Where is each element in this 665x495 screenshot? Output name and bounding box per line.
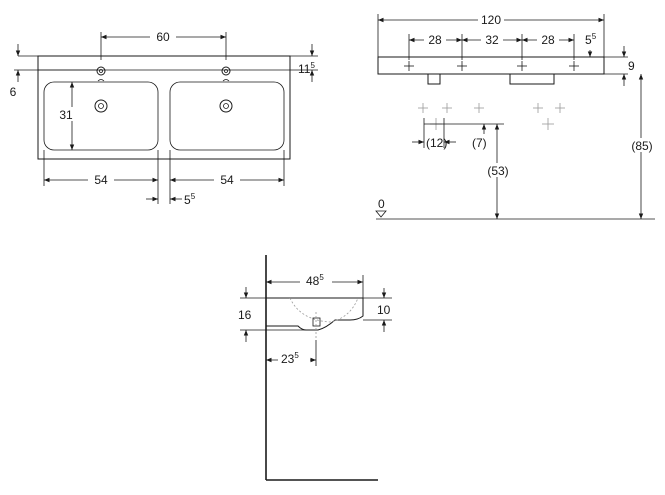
- dim-total-depth: 16: [238, 308, 252, 322]
- dim-overall-width: 120: [481, 13, 501, 27]
- dim-total-height: (85): [631, 139, 652, 153]
- top-view: 120 28 32 28 55 9: [375, 12, 656, 220]
- side-drain-icon: [312, 317, 321, 327]
- dim-bowl-gap: 55: [184, 192, 196, 207]
- side-bowl-hidden: [289, 297, 359, 323]
- left-trap-body: [427, 73, 441, 85]
- dim-trap-offset: (12): [426, 136, 447, 150]
- ghost-crosshair-icons: [418, 103, 565, 130]
- dim-right-bowl-width: 54: [220, 173, 234, 187]
- left-tap-hole-icon: [96, 66, 106, 82]
- front-basin-outline: [37, 55, 291, 160]
- side-view: 485 16 10 235: [238, 255, 392, 481]
- dim-left-segment: 28: [428, 33, 442, 47]
- dim-drain-height: (53): [487, 164, 508, 178]
- dim-rim-height: 9: [628, 59, 635, 73]
- dim-left-bowl-width: 54: [94, 173, 108, 187]
- front-view: 60 115 6 31 54 54 55: [10, 29, 318, 207]
- dim-bowl-depth: 31: [59, 108, 73, 122]
- floor-level-marker-icon: [375, 210, 387, 218]
- dim-projection: 485: [306, 273, 324, 288]
- right-bowl: [169, 81, 285, 151]
- dim-right-segment: 28: [541, 33, 555, 47]
- left-drain-icon: [94, 99, 108, 113]
- dim-trap-rise: (7): [472, 136, 487, 150]
- right-drain-icon: [219, 99, 233, 113]
- dim-tap-spacing: 60: [156, 30, 170, 44]
- floor-level-label: 0: [378, 197, 385, 211]
- right-trap-body: [509, 73, 555, 85]
- dim-edge-offset: 55: [585, 32, 597, 47]
- dim-bowl-depth-side: 10: [377, 303, 391, 317]
- top-view-slab: [377, 56, 605, 75]
- dim-top-thickness: 115: [298, 61, 315, 76]
- slab-crosshair-icons: [404, 61, 579, 71]
- dim-drain-offset: 235: [281, 351, 299, 366]
- right-tap-hole-icon: [221, 66, 231, 82]
- side-basin-profile: [266, 297, 364, 331]
- dim-middle-segment: 32: [485, 33, 499, 47]
- dim-top-offset: 6: [10, 85, 17, 99]
- left-bowl: [43, 81, 159, 151]
